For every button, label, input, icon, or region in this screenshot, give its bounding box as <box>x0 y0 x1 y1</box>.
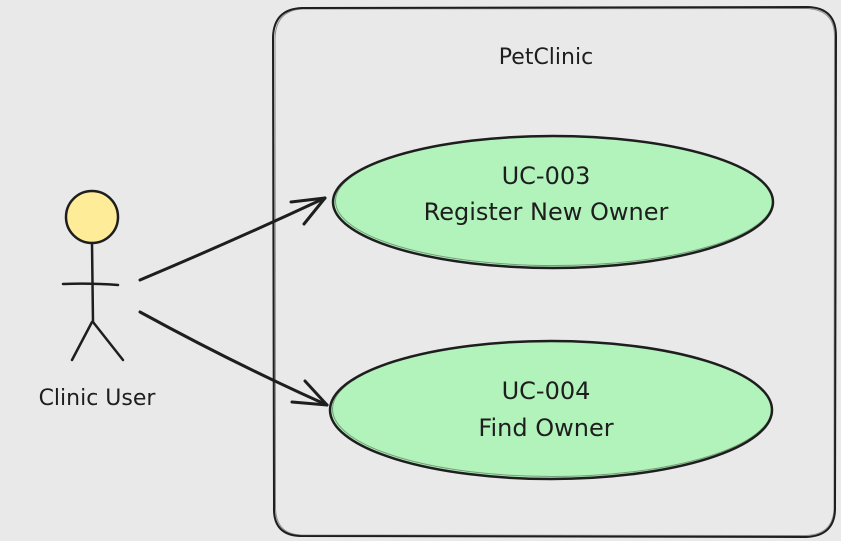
use-case-uc-003[interactable]: UC-003 Register New Owner <box>331 134 775 270</box>
actor-label: Clinic User <box>39 386 157 411</box>
association-arrow-uc-003 <box>138 196 327 282</box>
use-case-id: UC-004 <box>502 377 591 405</box>
association-arrow-uc-004 <box>138 310 329 407</box>
system-boundary: PetClinic <box>272 6 837 538</box>
use-case-name: Find Owner <box>478 414 613 442</box>
actor: Clinic User <box>39 189 157 411</box>
use-case-name: Register New Owner <box>424 198 669 226</box>
use-case-uc-004[interactable]: UC-004 Find Owner <box>328 339 774 481</box>
use-case-id: UC-003 <box>502 162 591 190</box>
actor-stick-figure-icon <box>61 189 125 362</box>
system-title: PetClinic <box>499 45 593 70</box>
